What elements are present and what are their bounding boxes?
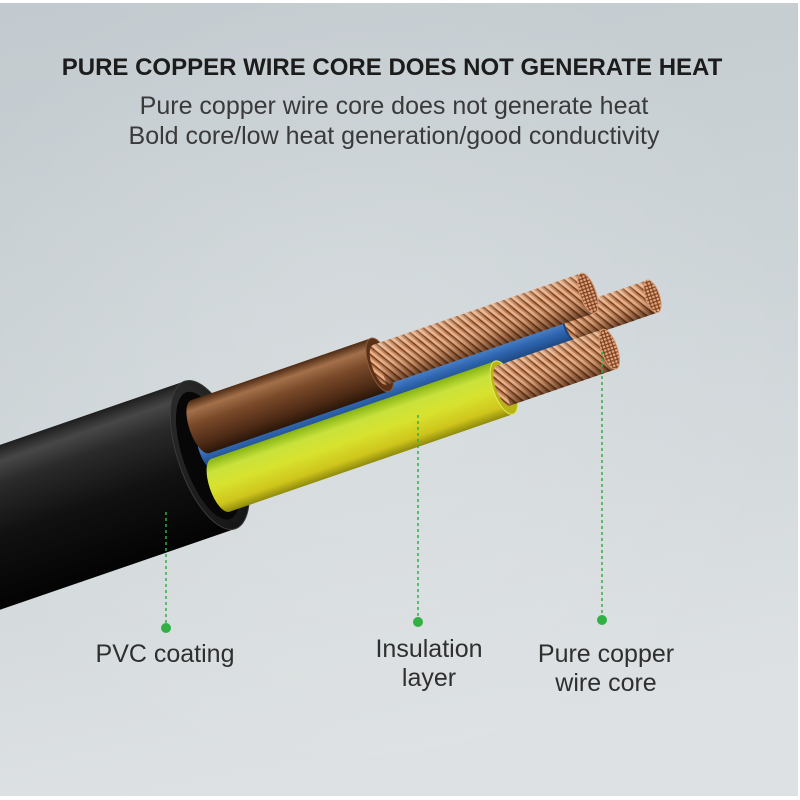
pvc-jacket — [0, 381, 236, 666]
label-insulation-layer: Insulation layer — [329, 635, 529, 693]
label-pure-copper-wire-core-line-1: Pure copper — [537, 640, 675, 668]
yellow-green-core-insulation — [206, 361, 514, 512]
brown-copper-end — [577, 272, 599, 314]
brown-copper-shading — [373, 273, 595, 385]
label-pvc-coating: PVC coating — [65, 640, 265, 669]
label-pure-copper-wire-core-line-2: wire core — [555, 669, 657, 697]
blue-copper-shading — [566, 280, 658, 341]
page-heading: PURE COPPER WIRE CORE DOES NOT GENERATE … — [61, 54, 723, 81]
subheading-line-1: Pure copper wire core does not generate … — [139, 92, 649, 120]
label-insulation-layer-line-2: layer — [401, 664, 457, 692]
callout-dot-pvc-coating — [161, 623, 171, 633]
yellow-green-copper-end — [598, 328, 621, 370]
brown-core-insulation — [186, 338, 389, 454]
yellow-green-copper-shading — [496, 329, 617, 406]
label-pure-copper-wire-core: Pure copper wire core — [506, 640, 706, 698]
callout-dot-insulation-layer — [413, 617, 423, 627]
label-pvc-coating-line-1: PVC coating — [95, 640, 235, 668]
callout-pvc-coating — [161, 512, 171, 633]
power-cable — [0, 272, 662, 666]
label-insulation-layer-line-1: Insulation — [375, 635, 483, 663]
blue-copper-end — [643, 279, 662, 314]
callout-insulation-layer — [413, 415, 423, 627]
subheading-line-2: Bold core/low heat generation/good condu… — [128, 122, 660, 150]
callout-pure-copper-wire-core — [597, 352, 607, 625]
callout-dot-pure-copper-wire-core — [597, 615, 607, 625]
